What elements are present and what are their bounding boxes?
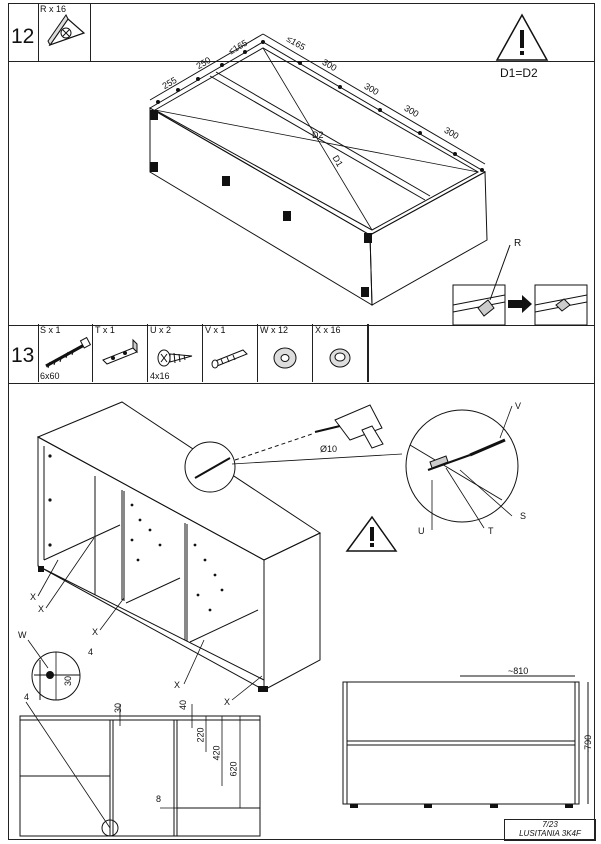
- step12-number-cell: 12: [8, 3, 39, 61]
- warning-text: D1=D2: [500, 66, 538, 80]
- step13-header-divider: [9, 383, 594, 384]
- part-cell-u: U x 2 4x16: [148, 324, 203, 382]
- step12-part-label: R x 16: [40, 4, 67, 14]
- part-cell-v: V x 1: [203, 324, 258, 382]
- corner-connector-icon: [47, 14, 86, 47]
- detail-dim-4-top: 4: [88, 647, 94, 657]
- drill-size-label: Ø10: [320, 444, 338, 454]
- callout-v: V: [515, 401, 522, 411]
- model-name: LUSITANIA 3K4F: [519, 829, 581, 838]
- step13-number: 13: [11, 344, 35, 367]
- step12-part-cell: R x 16: [38, 3, 91, 61]
- callout-x-4: X: [174, 680, 181, 690]
- step-divider: [9, 325, 594, 326]
- step12-header-divider: [9, 61, 594, 62]
- callout-w: W: [18, 630, 27, 640]
- wall-plug-icon: [211, 349, 248, 369]
- part-v-label: V x 1: [205, 325, 226, 335]
- part-cell-w: W x 12: [258, 324, 313, 382]
- part-u-size: 4x16: [150, 371, 170, 381]
- washer-icon: [273, 347, 297, 369]
- part-x-label: X x 16: [315, 325, 341, 335]
- part-cell-s: S x 1 6x60: [38, 324, 93, 382]
- detail-dim-4-bottom: 4: [24, 692, 30, 702]
- part-s-size: 6x60: [40, 371, 60, 381]
- pad-icon: [329, 348, 351, 368]
- callout-x-1: X: [30, 592, 37, 602]
- callout-t: T: [488, 526, 494, 536]
- detail-label-r: R: [514, 238, 522, 249]
- part-cell-x: X x 16: [313, 324, 368, 382]
- step13-parts-row: S x 1 6x60 T x 1 U x 2 4x16: [38, 324, 369, 382]
- callout-u: U: [418, 526, 425, 536]
- part-s-label: S x 1: [40, 325, 61, 335]
- callout-x-3: X: [92, 627, 99, 637]
- long-screw-icon: [45, 336, 92, 369]
- page-number: 7/23: [542, 820, 558, 829]
- metal-bracket-icon: [102, 338, 138, 365]
- callout-x-5: X: [224, 697, 231, 707]
- step12-number: 12: [11, 25, 35, 48]
- part-w-label: W x 12: [260, 325, 289, 335]
- front-dim-8: 8: [156, 794, 162, 804]
- step13-number-cell: 13: [8, 324, 39, 382]
- callout-s: S: [520, 511, 527, 521]
- diag-label-d2: D2: [312, 130, 324, 140]
- callout-x-2: X: [38, 604, 45, 614]
- back-dim-790: ~790: [583, 734, 594, 756]
- part-u-label: U x 2: [150, 325, 172, 335]
- page-footer: 7/23 LUSITANIA 3K4F: [504, 819, 596, 841]
- part-t-label: T x 1: [95, 325, 115, 335]
- short-screw-icon: [157, 349, 193, 367]
- back-dim-810: ~810: [508, 666, 529, 676]
- part-cell-t: T x 1: [93, 324, 148, 382]
- page-frame: [8, 3, 595, 840]
